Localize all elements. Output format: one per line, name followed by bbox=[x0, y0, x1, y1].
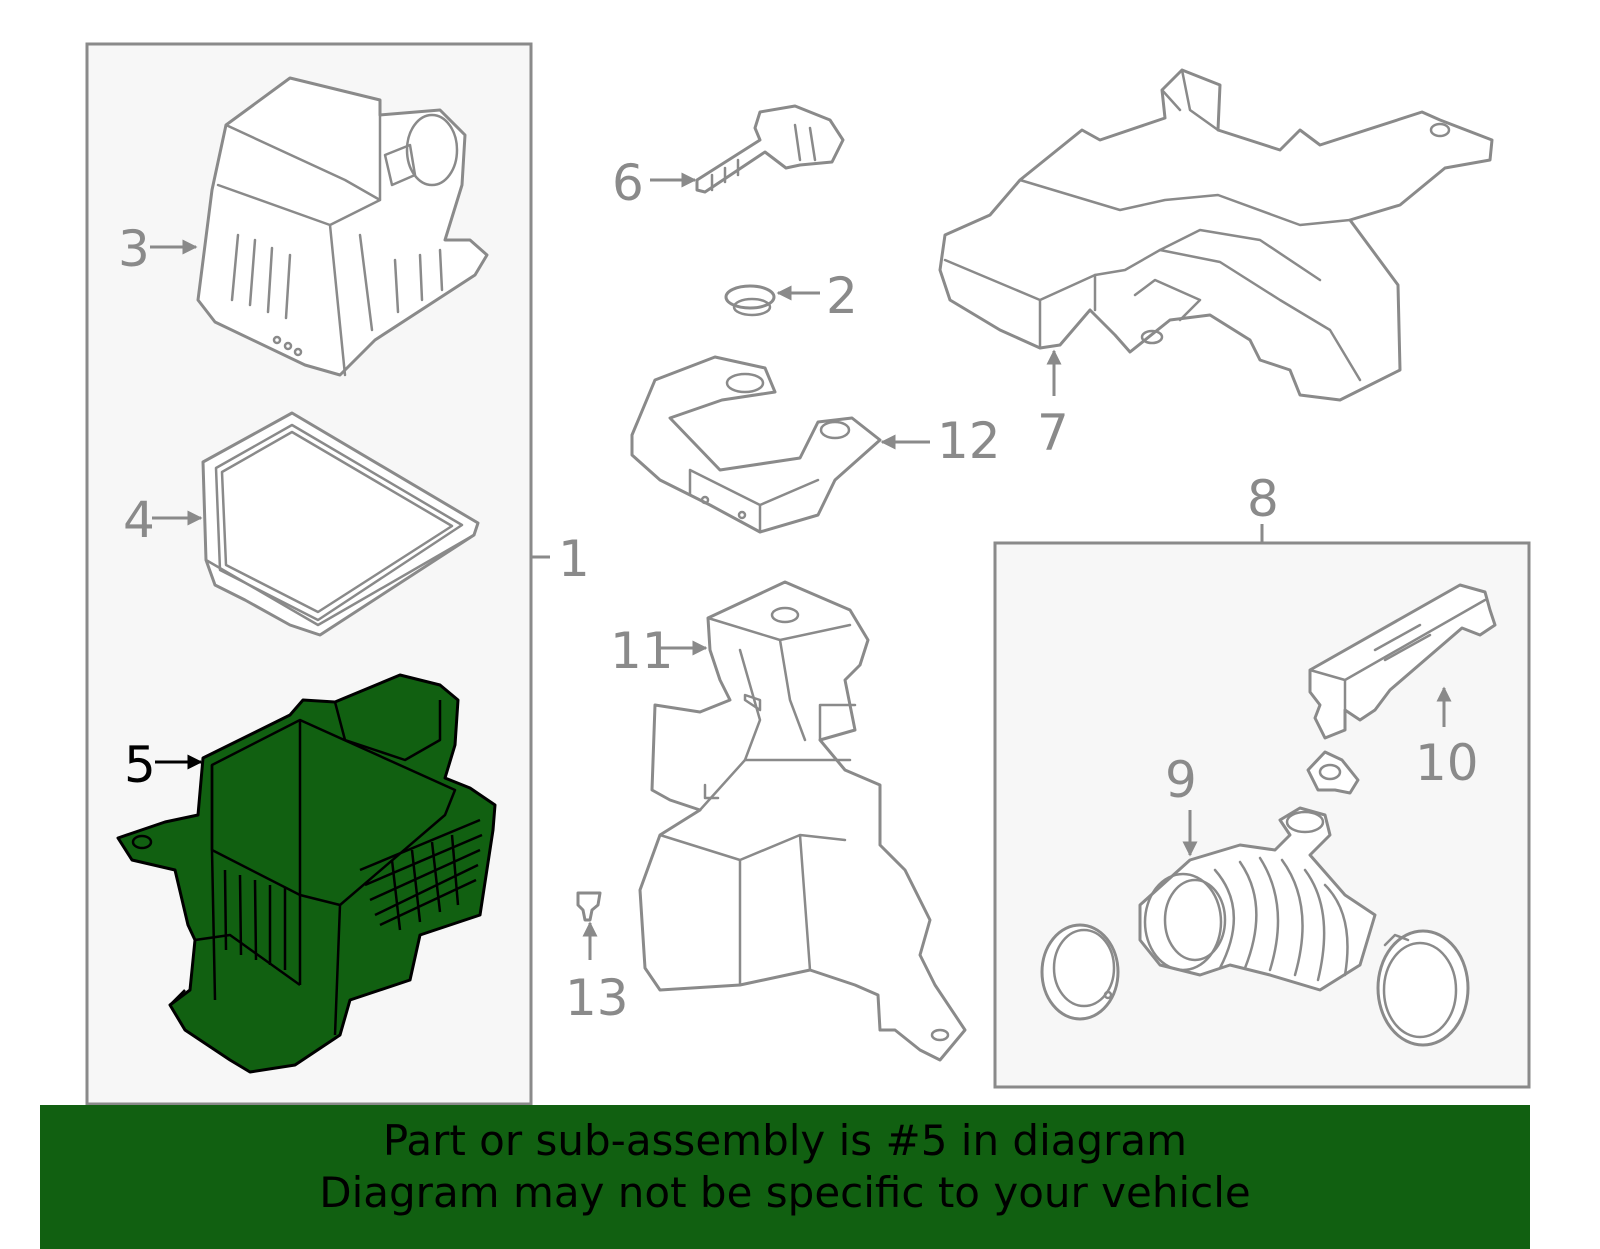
part-9-intake-hose[interactable] bbox=[1138, 806, 1377, 992]
part-6-sensor[interactable] bbox=[695, 104, 845, 194]
part-12-bracket[interactable] bbox=[630, 355, 882, 534]
part-11-resonator[interactable] bbox=[638, 580, 967, 1062]
callout-10: 10 bbox=[1415, 734, 1479, 792]
callout-5: 5 bbox=[124, 736, 156, 794]
callout-1: 1 bbox=[558, 530, 590, 588]
part-7-air-intake-duct[interactable] bbox=[938, 68, 1494, 402]
callout-6: 6 bbox=[612, 154, 644, 212]
callout-8: 8 bbox=[1247, 470, 1279, 528]
banner-line-2: Diagram may not be specific to your vehi… bbox=[319, 1168, 1251, 1217]
banner-line-1: Part or sub-assembly is #5 in diagram bbox=[382, 1116, 1188, 1165]
callout-7: 7 bbox=[1037, 404, 1069, 462]
info-banner: Part or sub-assembly is #5 in diagram Di… bbox=[40, 1105, 1530, 1249]
part-hose-clamp-left[interactable] bbox=[1040, 923, 1120, 1021]
part-13-clip[interactable] bbox=[576, 891, 602, 922]
part-2-grommet[interactable] bbox=[724, 284, 776, 317]
callout-11: 11 bbox=[610, 622, 674, 680]
callout-2: 2 bbox=[826, 267, 858, 325]
part-10-airflow-sensor[interactable] bbox=[1308, 583, 1497, 740]
callout-12: 12 bbox=[937, 412, 1001, 470]
callout-3: 3 bbox=[118, 220, 150, 278]
callout-4: 4 bbox=[123, 491, 155, 549]
part-5-air-cleaner-housing[interactable] bbox=[116, 673, 497, 1074]
part-4-air-filter[interactable] bbox=[201, 411, 480, 637]
part-hose-clamp-right[interactable] bbox=[1376, 929, 1470, 1047]
part-3-air-cleaner-cover[interactable] bbox=[196, 76, 489, 377]
part-gasket-ring[interactable] bbox=[1306, 750, 1360, 795]
callout-13: 13 bbox=[565, 969, 629, 1027]
callout-9: 9 bbox=[1165, 751, 1197, 809]
